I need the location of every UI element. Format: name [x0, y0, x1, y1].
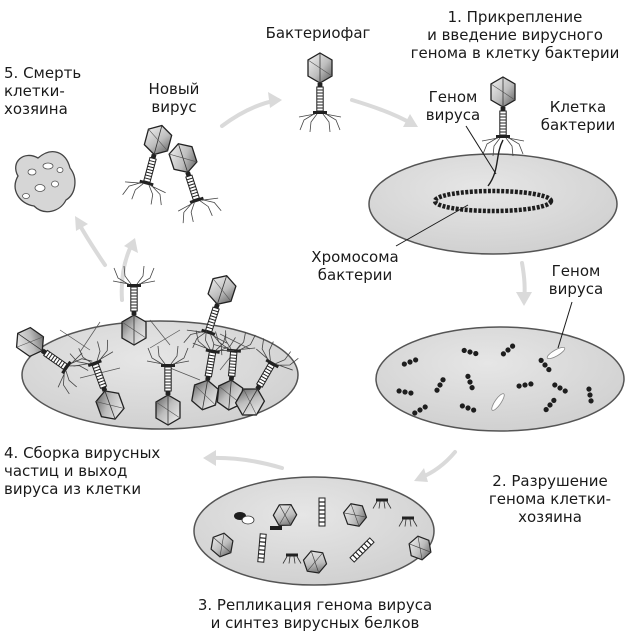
new-virus-label: Новый вирус — [148, 80, 200, 116]
virus-genome-label-step2: Геном вируса — [548, 262, 604, 298]
bacterium-cell-label: Клетка бактерии — [540, 98, 616, 134]
bacteriophage-drawing — [298, 52, 342, 133]
step5-label: 5. Смерть клетки- хозяина — [4, 64, 82, 118]
step1-label: 1. Прикрепление и введение вирусного ген… — [410, 8, 620, 62]
step3-label: 3. Репликация генома вируса и синтез вир… — [197, 596, 433, 632]
bacterial-chromosome-label: Хромосома бактерии — [311, 248, 399, 284]
bacterium-cell-step4 — [5, 265, 301, 430]
bacterium-cell-step2 — [375, 301, 625, 432]
bacterium-cell-step3 — [193, 476, 435, 586]
cycle-arrows — [75, 92, 532, 482]
new-virus-drawings — [120, 119, 224, 227]
step4-label: 4. Сборка вирусных частиц и выход вируса… — [4, 444, 161, 498]
bacterium-cell-step1 — [368, 76, 618, 255]
step2-label: 2. Разрушение генома клетки- хозяина — [488, 472, 612, 526]
virus-genome-label-step1: Геном вируса — [425, 88, 481, 124]
bacteriophage-label: Бактериофаг — [265, 24, 371, 42]
dead-host-cell — [14, 151, 76, 213]
